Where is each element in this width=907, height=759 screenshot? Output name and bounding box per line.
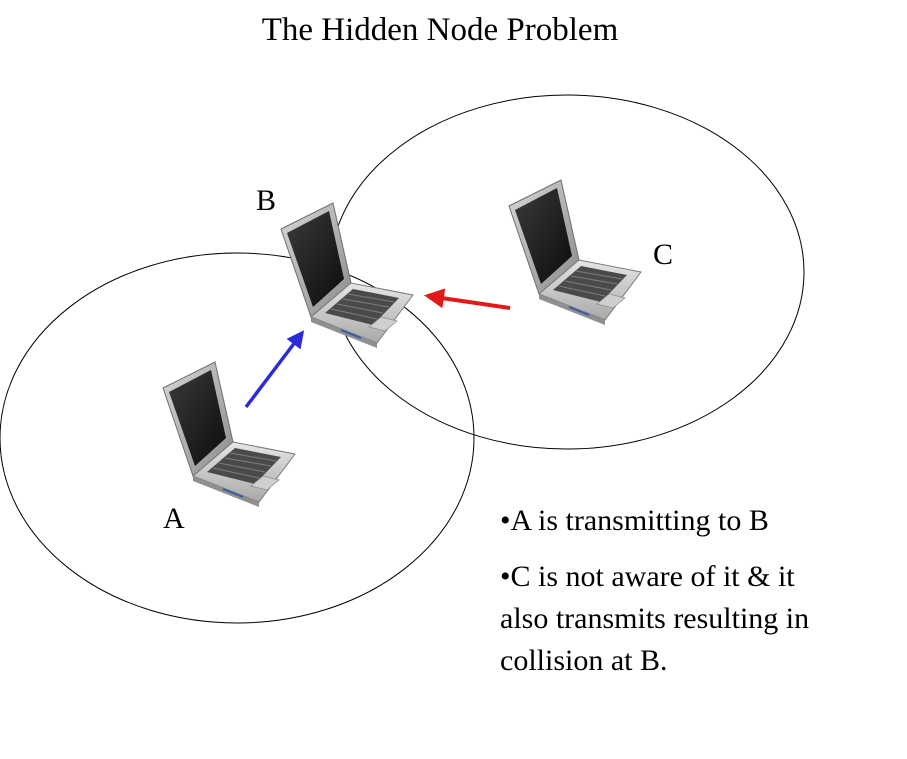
explanation-bullets: •A is transmitting to B •C is not aware …: [500, 500, 900, 696]
node-label-a: A: [163, 502, 185, 535]
node-label-b: B: [256, 184, 277, 217]
laptop-icon: [162, 361, 296, 508]
arrow-c-to-b: [424, 288, 511, 310]
bullet-line: •A is transmitting to B: [500, 504, 769, 537]
bullet-line: also transmits resulting in: [500, 602, 810, 635]
bullet-item: •A is transmitting to B: [500, 500, 900, 542]
bullet-line: •C is not aware of it & it: [500, 560, 795, 593]
bullet-line: collision at B.: [500, 644, 668, 677]
laptop-icon: [508, 179, 642, 326]
diagram-title: The Hidden Node Problem: [261, 12, 619, 48]
node-label-c: C: [653, 238, 674, 271]
range-circle-a: [0, 252, 475, 624]
laptop-icon: [280, 202, 414, 349]
bullet-item: •C is not aware of it & it also transmit…: [500, 556, 900, 682]
arrow-a-to-b: [244, 330, 305, 409]
